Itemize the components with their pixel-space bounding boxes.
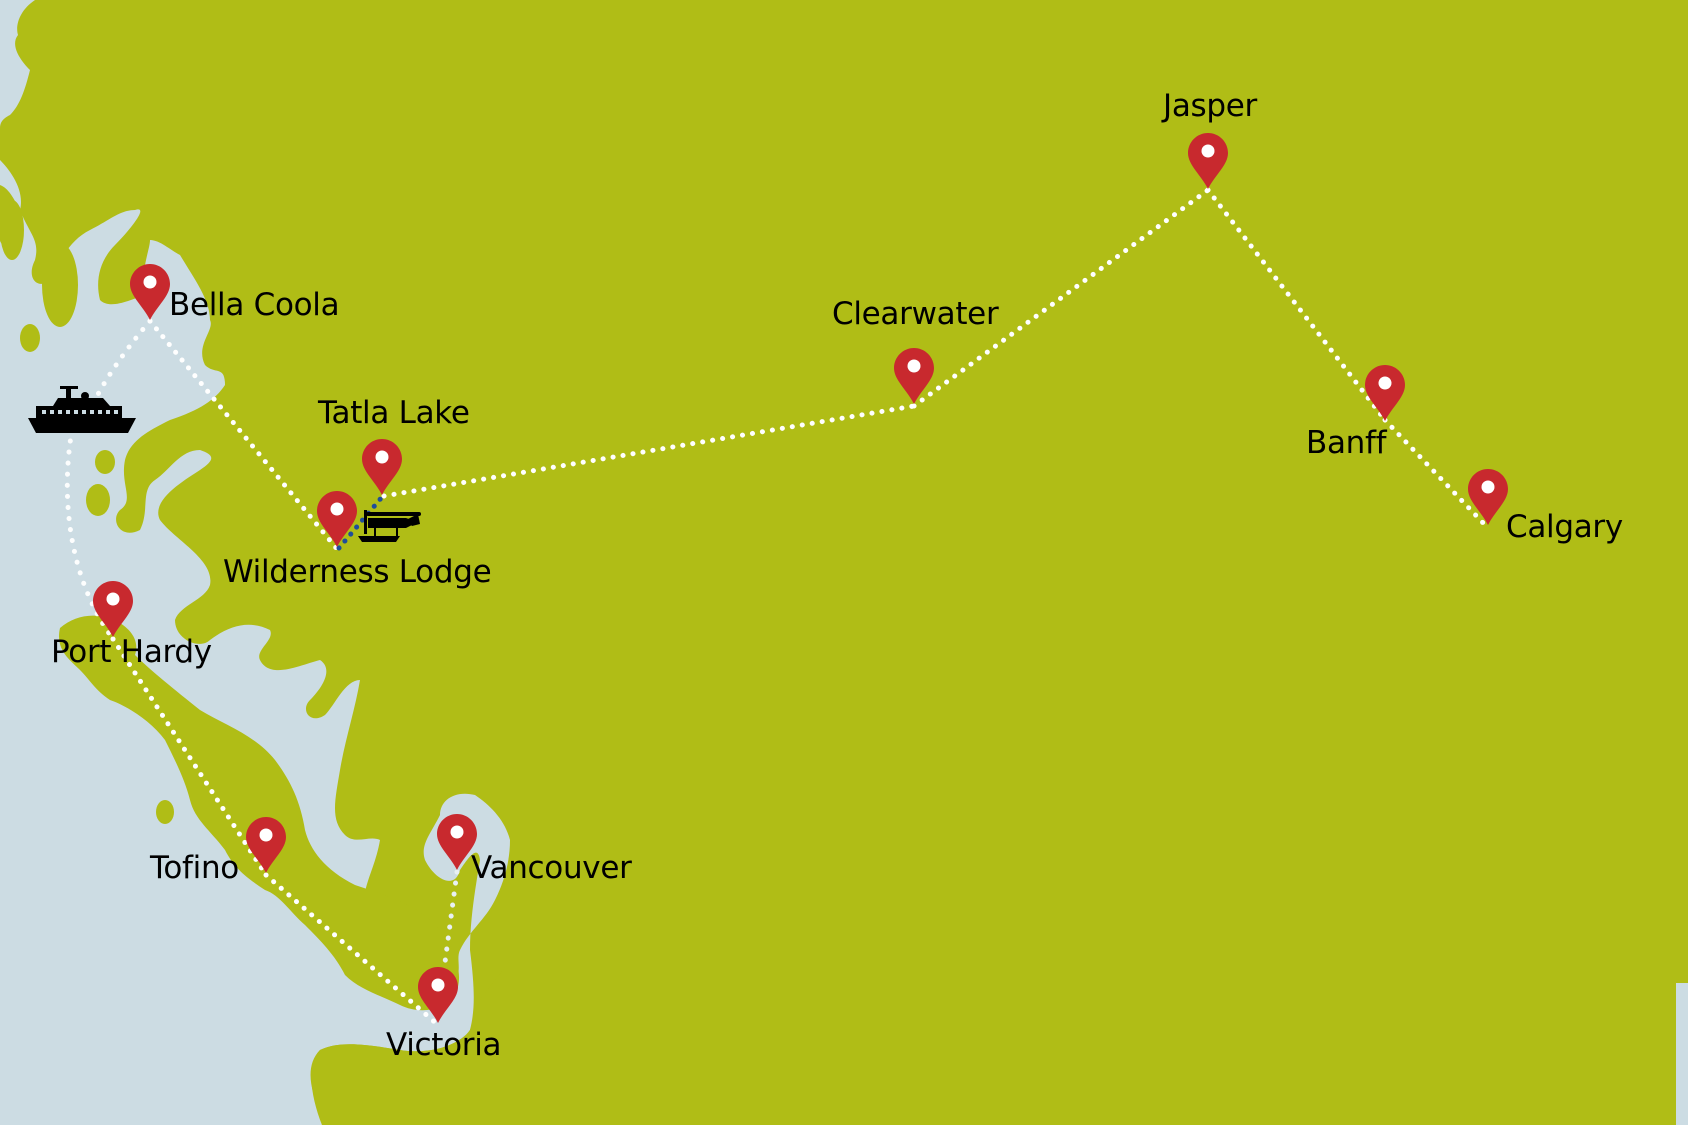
route-bellacoola-ship bbox=[92, 318, 153, 403]
island bbox=[42, 243, 78, 327]
ferry-route bbox=[64, 318, 153, 642]
location-label-jasper: Jasper bbox=[1163, 88, 1257, 124]
route-lines bbox=[110, 187, 1490, 1028]
route-clearwater-jasper bbox=[911, 187, 1211, 409]
island bbox=[95, 450, 115, 474]
location-label-wilderness-lodge: Wilderness Lodge bbox=[223, 554, 492, 590]
pin-icon-victoria[interactable] bbox=[418, 967, 458, 1023]
seaplane-icon bbox=[358, 510, 421, 542]
southern-land bbox=[311, 960, 1688, 1125]
route-tatla-clearwater bbox=[381, 403, 917, 499]
flight-route bbox=[336, 494, 385, 551]
pin-icon-calgary[interactable] bbox=[1468, 469, 1508, 525]
location-label-bella-coola: Bella Coola bbox=[169, 287, 340, 323]
water-edge bbox=[1676, 983, 1688, 1125]
location-label-clearwater: Clearwater bbox=[832, 296, 999, 332]
pin-icon-banff[interactable] bbox=[1365, 365, 1405, 421]
route-ship-porthardy bbox=[64, 427, 116, 642]
ship-icon bbox=[28, 386, 136, 433]
pacific-ocean bbox=[0, 0, 510, 1125]
route-banff-calgary bbox=[1382, 417, 1490, 530]
island bbox=[20, 324, 40, 352]
island bbox=[86, 484, 110, 516]
route-bellacoola-wilderness bbox=[147, 318, 340, 552]
island bbox=[156, 800, 174, 824]
location-label-victoria: Victoria bbox=[386, 1027, 502, 1063]
pin-icon-clearwater[interactable] bbox=[894, 348, 934, 404]
island bbox=[0, 185, 24, 248]
pin-icon-jasper[interactable] bbox=[1188, 133, 1228, 189]
location-label-tatla-lake: Tatla Lake bbox=[318, 395, 470, 431]
pin-icon-wilderness-lodge[interactable] bbox=[317, 491, 357, 547]
pin-icon-vancouver[interactable] bbox=[437, 814, 477, 870]
route-porthardy-tofino bbox=[110, 636, 269, 878]
location-label-vancouver: Vancouver bbox=[471, 850, 632, 886]
location-label-tofino: Tofino bbox=[150, 850, 239, 886]
ferry-route-vancouver bbox=[437, 869, 460, 1003]
pin-icon-bella-coola[interactable] bbox=[130, 264, 170, 320]
location-label-calgary: Calgary bbox=[1506, 509, 1623, 545]
location-label-banff: Banff bbox=[1306, 425, 1387, 461]
vancouver-island bbox=[59, 615, 460, 1011]
pin-icon-port-hardy[interactable] bbox=[93, 581, 133, 637]
route-tofino-victoria bbox=[263, 872, 441, 1028]
pin-icon-tatla-lake[interactable] bbox=[362, 439, 402, 495]
route-jasper-banff bbox=[1205, 187, 1388, 423]
pin-icon-tofino[interactable] bbox=[246, 817, 286, 873]
location-label-port-hardy: Port Hardy bbox=[51, 634, 212, 670]
